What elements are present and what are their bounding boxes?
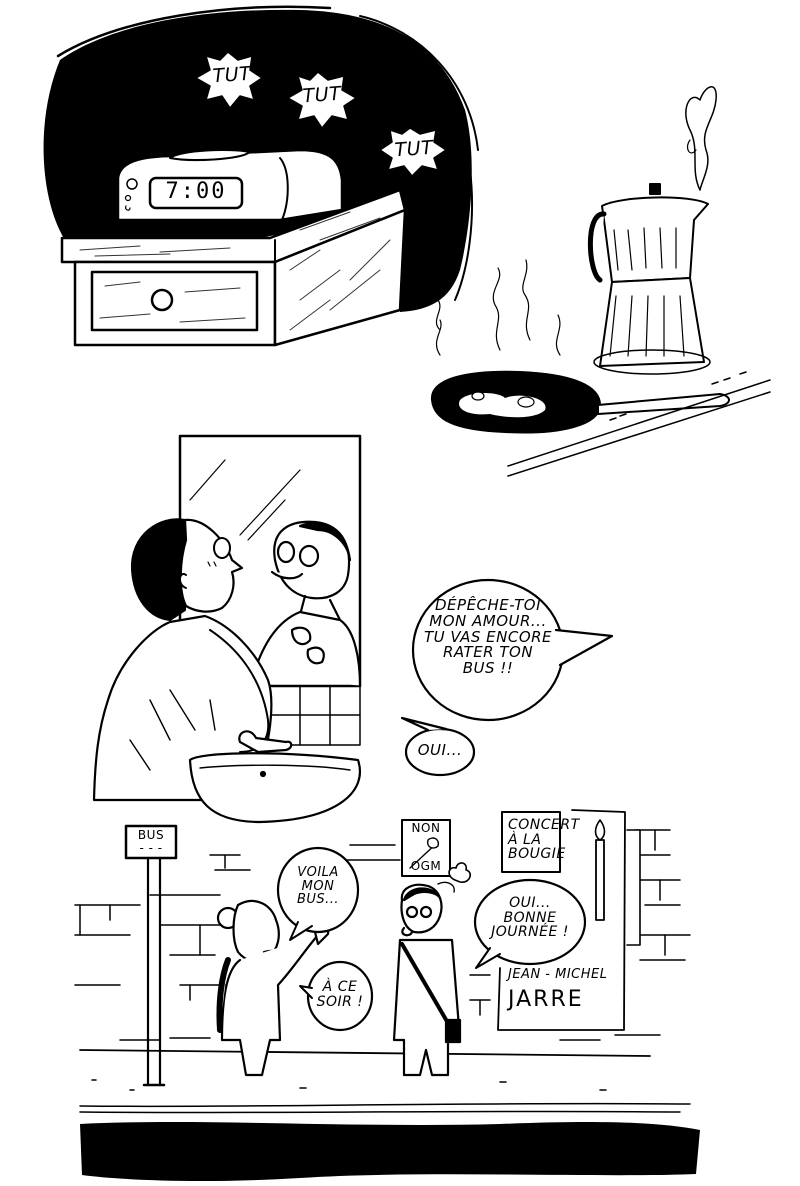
drawer (90, 270, 259, 332)
snooze-button (169, 149, 251, 161)
poster-line: À LA (508, 831, 542, 848)
poster-non-ogm (401, 819, 451, 877)
sfx-tut-3: TUT (393, 136, 434, 162)
bubble-a-ce-soir-outline (306, 960, 374, 1032)
clock-display-frame (148, 176, 244, 210)
panel-kitchen (430, 86, 771, 477)
bubble-line: TU VAS ENCORE (423, 627, 553, 646)
bubble-line: SOIR ! (316, 993, 364, 1010)
sfx-tut-1: TUT (211, 62, 252, 88)
alarm-clock-display: 7:00 (165, 179, 227, 204)
bubble-a-ce-soir-text: À CE SOIR ! (310, 980, 370, 1009)
bubble-line: BUS !! (462, 659, 514, 677)
bus-sign-label: BUS (137, 828, 165, 842)
candle (595, 839, 605, 921)
bubble-line: DÉPÊCHE-TOI (435, 596, 541, 614)
reflection-man (253, 520, 362, 688)
brick-wall (74, 829, 691, 1057)
poster-non-ogm-bottom: OGM (410, 859, 442, 873)
bubble-depeche-text: DÉPÊCHE-TOI MON AMOUR... TU VAS ENCORE R… (418, 596, 558, 677)
bubble-line: MON (301, 878, 335, 894)
poster-concert (501, 811, 561, 873)
bubble-line: OUI... (509, 895, 551, 911)
poster-concert-text: CONCERT À LA BOUGIE (508, 817, 580, 863)
bubble-line: RATER TON (442, 643, 534, 662)
bubble-voila-outline (276, 846, 360, 934)
bubble-voila-text: VOILA MON BUS... (282, 866, 354, 907)
bubble-bonne-journee-outline (473, 878, 587, 966)
stove-edge (507, 379, 771, 477)
poster-jarre-title: JARRE (508, 987, 584, 1012)
poster-jarre-name: JEAN - MICHEL (508, 967, 608, 982)
frying-pan (430, 370, 730, 434)
bus-sign-sub: - - - (139, 841, 163, 855)
sink (188, 730, 361, 824)
thought-puff (448, 862, 472, 883)
bubble-line: À CE (322, 979, 358, 995)
bubble-line: JOURNÉE ! (491, 924, 569, 941)
nightstand-side (273, 208, 407, 347)
coffee-steam-heart (685, 86, 717, 191)
moka-pot (587, 183, 711, 375)
tut-burst-2 (287, 71, 357, 129)
bubble-line: MON AMOUR... (429, 611, 547, 630)
sidewalk-ground (79, 1079, 691, 1114)
bubble-bonne-journee-text: OUI... BONNE JOURNÉE ! (478, 896, 582, 940)
panel-bathroom (92, 434, 362, 824)
man-in-suit (392, 881, 462, 1077)
bubble-line: BONNE (503, 909, 557, 926)
road-ink-strip (80, 1122, 700, 1182)
poster-non-ogm-top: NON (411, 821, 441, 835)
wall-tiles (269, 685, 361, 746)
poster-line: CONCERT (508, 817, 580, 833)
bubble-oui-text: OUI... (417, 741, 463, 759)
bubble-line: BUS... (296, 892, 340, 908)
panel-alarm (43, 5, 479, 347)
panel-bus-stop (74, 809, 700, 1182)
drawer-knob (150, 288, 174, 312)
sfx-tut-2: TUT (301, 82, 342, 108)
bubble-line: VOILA (297, 865, 339, 880)
clock-button-plus (126, 178, 138, 190)
poster-line: BOUGIE (508, 846, 566, 863)
tut-burst-3 (379, 127, 447, 177)
bus-stop-sign (124, 824, 178, 1087)
tut-burst-1 (195, 51, 263, 109)
